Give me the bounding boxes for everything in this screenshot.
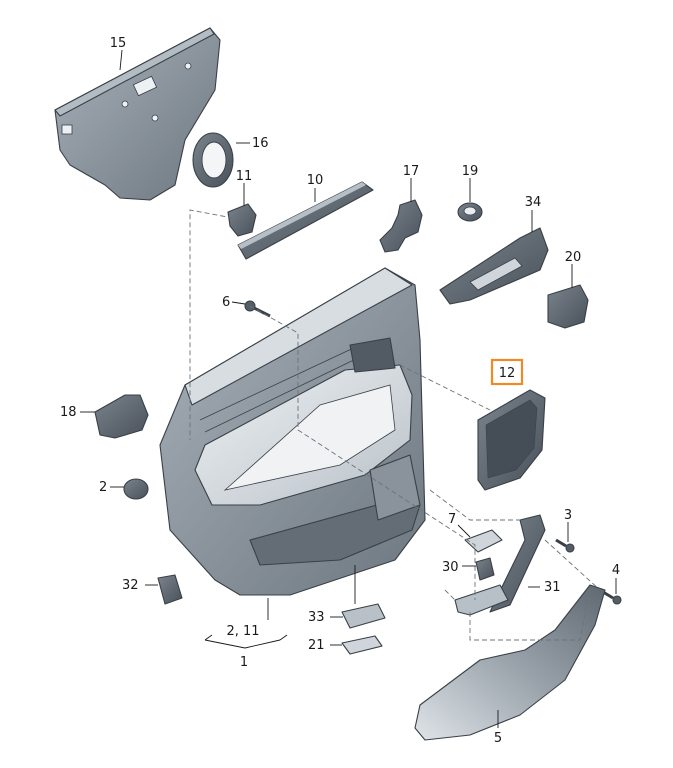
- callout-11: 11: [236, 169, 253, 184]
- callout-33: 33: [308, 610, 325, 625]
- callout-32: 32: [122, 578, 139, 593]
- callout-18: 18: [60, 405, 77, 420]
- callout-21: 21: [308, 638, 325, 653]
- leader-lines: [80, 49, 617, 728]
- callout-12: 12: [499, 366, 516, 381]
- part-31-pull-handle: [454, 514, 546, 616]
- part-12-speaker-grille: [477, 389, 546, 491]
- part-32-clip: [157, 574, 183, 605]
- part-18-lock-bracket: [94, 394, 149, 439]
- part-4-screw: [602, 590, 622, 605]
- callout-6: 6: [222, 295, 230, 310]
- part-17-bracket: [379, 199, 423, 253]
- callout-labels: 15 16 11 10 17 19 34 20 6 12 18 2 7 3 30…: [60, 36, 620, 746]
- callout-17: 17: [403, 164, 420, 179]
- callout-34: 34: [525, 195, 542, 210]
- callout-2: 2: [99, 480, 107, 495]
- part-11-clip: [227, 203, 257, 237]
- callout-3: 3: [564, 508, 572, 523]
- callout-31: 31: [544, 580, 561, 595]
- part-21-cover-plate: [341, 635, 383, 655]
- callout-1: 1: [240, 655, 248, 670]
- callout-7: 7: [448, 512, 456, 527]
- part-6-screw: [244, 300, 271, 318]
- part-19-grommet: [457, 202, 483, 222]
- part-7-cover: [464, 529, 503, 553]
- part-34-handle-housing: [439, 227, 549, 305]
- part-30-clip: [475, 557, 495, 581]
- part-20-cover-cap: [547, 284, 589, 329]
- part-3-screw: [555, 538, 575, 553]
- callout-16: 16: [252, 136, 269, 151]
- part-5-armrest: [414, 584, 606, 741]
- callout-10: 10: [307, 173, 324, 188]
- callout-19: 19: [462, 164, 479, 179]
- part-16-speaker-ring: [192, 132, 234, 188]
- part-15-insulation-panel: [54, 27, 221, 201]
- callout-20: 20: [565, 250, 582, 265]
- group-bracket-1: [204, 634, 288, 649]
- callout-15: 15: [110, 36, 127, 51]
- assembly-lines: [189, 209, 601, 641]
- callout-5: 5: [494, 731, 502, 746]
- part-33-switch: [341, 603, 386, 629]
- highlight-box-12: [490, 358, 524, 386]
- part-10-trim-strip: [237, 181, 374, 260]
- callout-4: 4: [612, 563, 620, 578]
- part-2-clip: [123, 478, 149, 500]
- callout-2-11: 2, 11: [226, 624, 259, 639]
- part-1-door-trim-panel: [159, 267, 426, 596]
- callout-30: 30: [442, 560, 459, 575]
